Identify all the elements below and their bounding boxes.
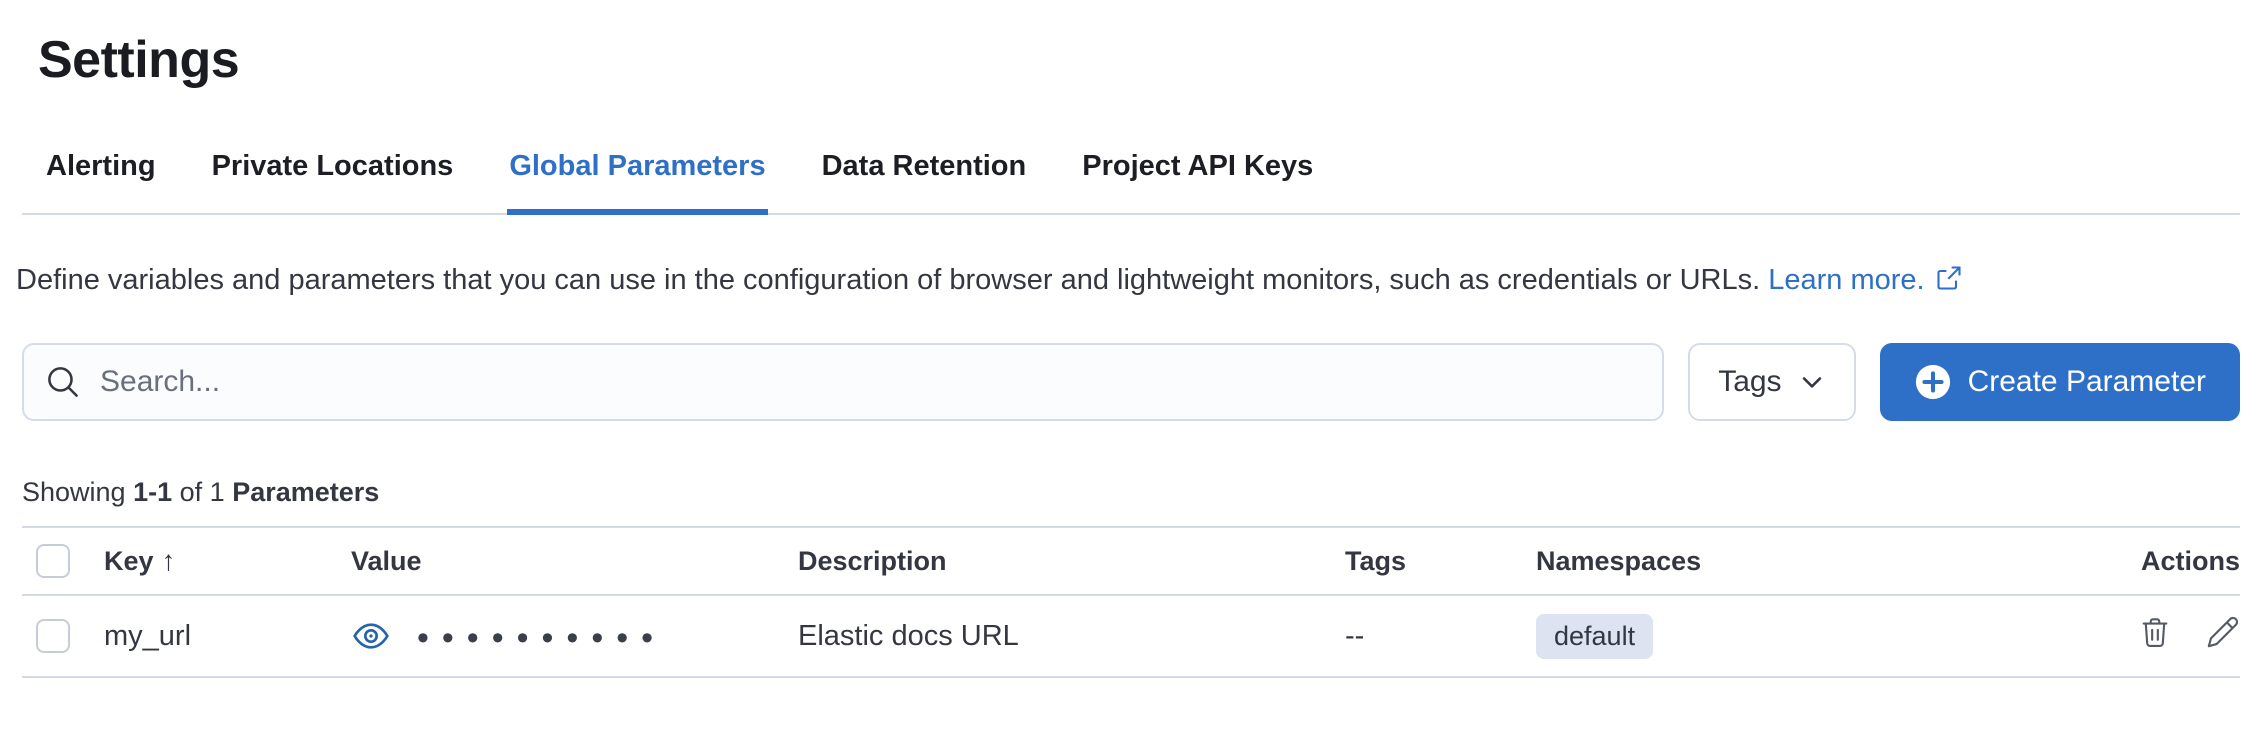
tags-filter-button[interactable]: Tags <box>1688 343 1856 421</box>
settings-tabs: Alerting Private Locations Global Parame… <box>22 146 2240 215</box>
parameters-table: Key↑ Value Description Tags Namespaces A… <box>22 526 2240 678</box>
pencil-icon <box>2207 616 2239 648</box>
table-row: my_url •••••••••• Elastic docs URL -- de… <box>22 596 2240 678</box>
eye-icon <box>353 623 389 649</box>
namespaces-cell: default <box>1536 613 2100 659</box>
tags-cell: -- <box>1345 619 1365 652</box>
header-tags: Tags <box>1345 545 1407 576</box>
tab-project-api-keys[interactable]: Project API Keys <box>1082 150 1314 182</box>
description-cell: Elastic docs URL <box>798 619 1019 652</box>
header-key[interactable]: Key↑ <box>104 545 351 577</box>
learn-more-link[interactable]: Learn more. <box>1768 264 1962 296</box>
results-summary: Showing 1-1 of 1 Parameters <box>22 477 2240 508</box>
row-checkbox[interactable] <box>36 619 70 653</box>
create-parameter-button[interactable]: Create Parameter <box>1879 343 2240 421</box>
sort-ascending-icon: ↑ <box>161 545 176 576</box>
header-namespaces: Namespaces <box>1536 545 1702 576</box>
header-value: Value <box>351 545 422 576</box>
tab-global-parameters[interactable]: Global Parameters <box>507 146 768 215</box>
select-all-checkbox[interactable] <box>36 544 70 578</box>
external-link-icon <box>1937 266 1961 290</box>
search-icon <box>48 367 78 397</box>
header-description: Description <box>798 545 947 576</box>
tab-alerting[interactable]: Alerting <box>46 150 156 182</box>
create-parameter-label: Create Parameter <box>1967 365 2206 398</box>
masked-value: •••••••••• <box>417 619 667 657</box>
learn-more-label: Learn more. <box>1768 264 1925 296</box>
delete-parameter-button[interactable] <box>2138 615 2172 649</box>
key-cell: my_url <box>104 619 192 652</box>
summary-label: Parameters <box>232 477 380 507</box>
tags-filter-label: Tags <box>1718 365 1782 398</box>
select-all-cell <box>22 544 104 578</box>
search-input[interactable] <box>100 365 1641 399</box>
value-cell: •••••••••• <box>351 616 798 656</box>
search-box[interactable] <box>22 343 1665 421</box>
table-header-row: Key↑ Value Description Tags Namespaces A… <box>22 526 2240 596</box>
summary-of: of 1 <box>179 477 225 507</box>
settings-page: Settings Alerting Private Locations Glob… <box>0 28 2262 754</box>
tab-data-retention[interactable]: Data Retention <box>821 150 1027 182</box>
description-text: Define variables and parameters that you… <box>16 264 1761 296</box>
namespace-badge: default <box>1536 613 1654 659</box>
chevron-down-icon <box>1802 377 1821 388</box>
row-select-cell <box>22 619 104 653</box>
reveal-value-button[interactable] <box>351 616 391 656</box>
header-key-label: Key <box>104 546 154 576</box>
actions-cell <box>2100 615 2240 657</box>
header-actions: Actions <box>2140 545 2240 576</box>
summary-showing: Showing <box>22 477 126 507</box>
summary-range: 1-1 <box>133 477 173 507</box>
page-title: Settings <box>38 31 240 89</box>
edit-parameter-button[interactable] <box>2206 615 2240 649</box>
parameters-toolbar: Tags Create Parameter <box>22 343 2240 421</box>
trash-icon <box>2142 618 2168 647</box>
tab-private-locations[interactable]: Private Locations <box>211 150 454 182</box>
page-description: Define variables and parameters that you… <box>16 255 2191 305</box>
plus-in-circle-icon <box>1915 364 1950 400</box>
